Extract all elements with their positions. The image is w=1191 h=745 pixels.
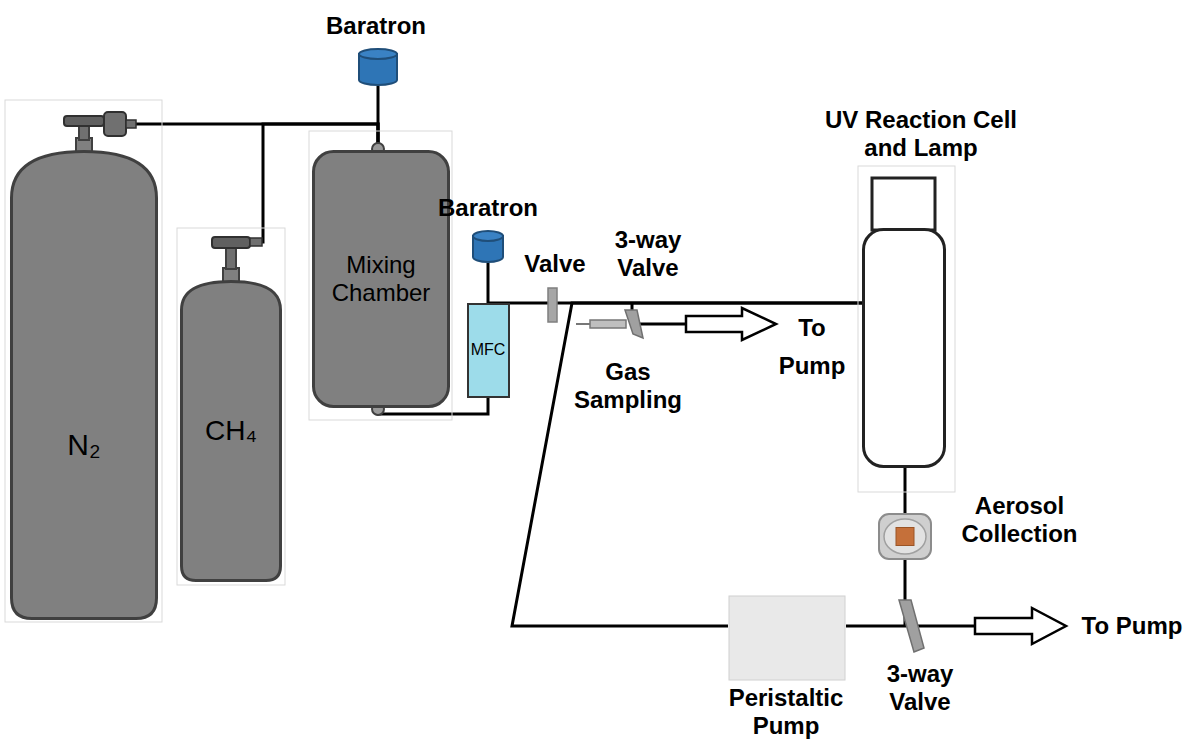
pressure-gauge: Baratron (358, 48, 398, 86)
syringe-needle (576, 323, 590, 325)
cell-body (864, 230, 945, 467)
reaction-cell: UV Reaction Cell and Lamp (862, 228, 946, 468)
heading-block: Aerosol Collection (952, 492, 1087, 547)
aerosol-filter: Aerosol Collection (878, 513, 932, 560)
gas-cylinder: CH₄ (180, 280, 282, 582)
label-block: 3-way Valve (593, 226, 703, 281)
cylinder-valve (64, 112, 136, 152)
part-label: 3-way Valve (865, 660, 975, 715)
filter-rim (884, 519, 926, 554)
cylinder-valve (212, 237, 262, 282)
node-label: CH₄ (205, 415, 257, 447)
heading-block: Peristaltic Pump (716, 684, 856, 739)
valve-wedge (899, 600, 924, 652)
tubing-line (487, 263, 490, 303)
three-way-valve (576, 303, 686, 338)
valve-stem (226, 248, 236, 269)
three-way-valve (899, 600, 975, 652)
image-frame (5, 100, 955, 622)
tubing-line (512, 303, 862, 626)
tubing-line (377, 86, 380, 150)
part-label: To Pump (776, 309, 848, 386)
label-block: Valve (520, 250, 590, 278)
label-block: To Pump (776, 309, 848, 386)
image-frame (858, 166, 955, 492)
node-label: Mixing Chamber (312, 251, 450, 306)
cylinder-body (182, 282, 281, 581)
label-block: Gas Sampling (568, 358, 688, 413)
node-outline (728, 595, 846, 681)
label-block: 3-way Valve (865, 660, 975, 715)
cylinder-neck (223, 268, 239, 282)
syringe-barrel (590, 320, 626, 328)
node-label: MFC (471, 341, 506, 359)
part-label: Valve (520, 250, 590, 278)
gauge-top (359, 49, 397, 59)
box-outline (729, 596, 845, 680)
flow-controller: MFC (467, 303, 510, 398)
cylinder-body (12, 152, 157, 619)
node-outline (878, 513, 932, 560)
heading-block: Baratron (326, 12, 426, 40)
valve-port (250, 238, 262, 246)
heading-block: Baratron (438, 194, 538, 222)
node-outline (472, 230, 504, 263)
node-outline (358, 48, 398, 86)
gauge-top (473, 231, 503, 241)
regulator-port (126, 120, 136, 128)
tubing-line (846, 560, 905, 626)
valve-wedge (625, 310, 643, 338)
tubing-line (904, 468, 907, 513)
node-outline (862, 228, 946, 468)
image-frame (309, 131, 452, 420)
part-heading: Aerosol Collection (952, 492, 1087, 547)
pipe (636, 323, 686, 326)
regulator-body (104, 112, 126, 136)
part-label: Gas Sampling (568, 358, 688, 413)
peristaltic-pump: Peristaltic Pump (728, 595, 846, 681)
node-outline (10, 150, 158, 620)
part-heading: Baratron (326, 12, 426, 40)
block-arrow (686, 308, 776, 340)
pressure-gauge: Baratron (472, 230, 504, 263)
heading-block: UV Reaction Cell and Lamp (801, 106, 1041, 161)
block-arrow (975, 608, 1066, 644)
node-label: N₂ (67, 428, 100, 463)
box-outline (468, 304, 509, 397)
image-frame (5, 100, 162, 622)
valve-handle (64, 116, 104, 126)
gas-cylinder: N₂ (10, 150, 158, 620)
pipe (911, 625, 975, 628)
image-frame (177, 228, 285, 585)
mixing-chamber: Mixing Chamber (312, 150, 450, 408)
part-label: To Pump (1076, 612, 1188, 640)
uv-lamp (872, 178, 935, 230)
filter-housing (879, 514, 931, 559)
part-label: 3-way Valve (593, 226, 703, 281)
part-heading: Baratron (438, 194, 538, 222)
valve-symbol (548, 288, 557, 322)
part-heading: UV Reaction Cell and Lamp (801, 106, 1041, 161)
valve-handle (212, 237, 250, 248)
part-heading: Peristaltic Pump (716, 684, 856, 739)
label-block: To Pump (1076, 612, 1188, 640)
filter-pad (896, 528, 914, 546)
